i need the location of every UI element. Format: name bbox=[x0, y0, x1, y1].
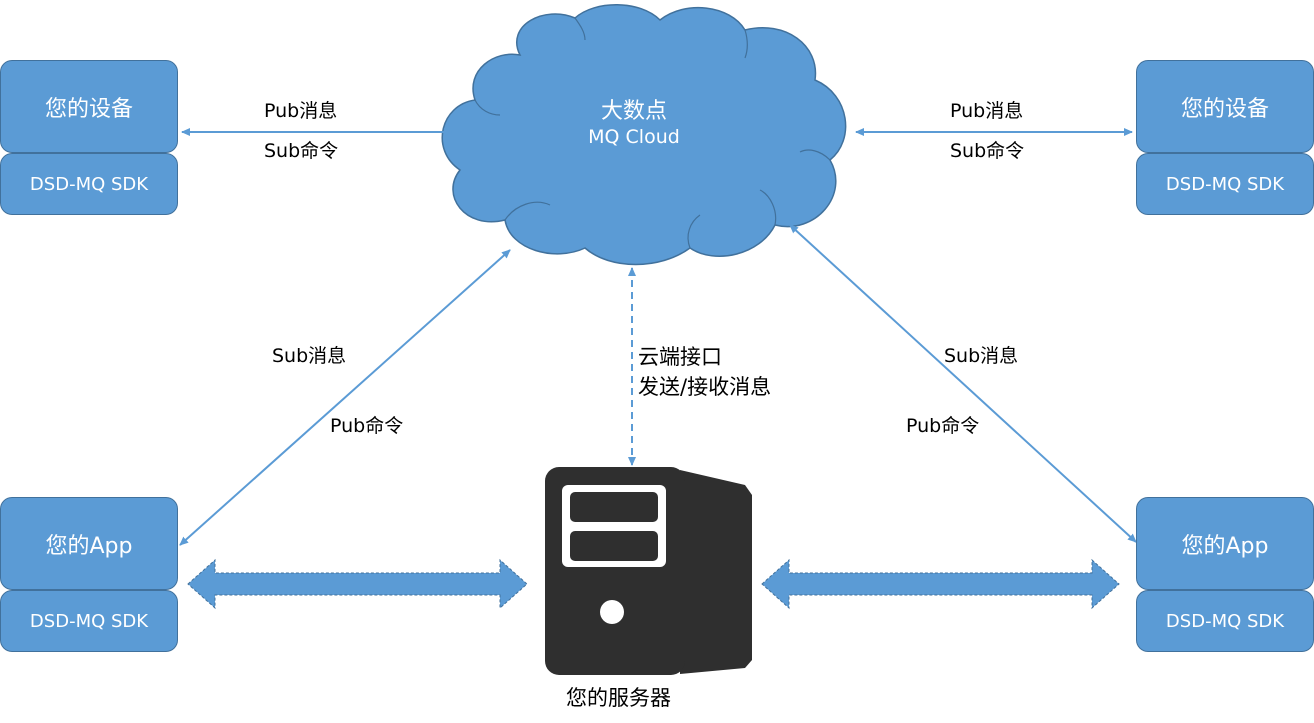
block-arrow-right bbox=[761, 558, 1120, 610]
device-left-sdk-label: DSD-MQ SDK bbox=[29, 173, 149, 195]
app-left-sdk-label: DSD-MQ SDK bbox=[29, 610, 149, 632]
block-arrow-left bbox=[187, 558, 528, 610]
cloud-label: 大数点 MQ Cloud bbox=[534, 98, 734, 149]
app-left-sdk: DSD-MQ SDK bbox=[0, 590, 178, 652]
server-label: 您的服务器 bbox=[566, 686, 671, 710]
app-left-box: 您的App bbox=[0, 497, 178, 590]
app-left-label: 您的App bbox=[45, 533, 133, 559]
cloud-title: 大数点 bbox=[600, 99, 667, 124]
device-left-box: 您的设备 bbox=[0, 60, 178, 153]
device-right-sdk-label: DSD-MQ SDK bbox=[1165, 173, 1285, 195]
device-left-bottom-label: Sub命令 bbox=[264, 140, 339, 162]
device-right-sdk: DSD-MQ SDK bbox=[1136, 153, 1314, 215]
app-right-sdk-label: DSD-MQ SDK bbox=[1165, 610, 1285, 632]
server-cloud-label-2: 发送/接收消息 bbox=[638, 375, 772, 399]
device-left-label: 您的设备 bbox=[44, 96, 133, 122]
device-right-box: 您的设备 bbox=[1136, 60, 1314, 153]
cloud-shape bbox=[441, 4, 847, 266]
arrow-app-right bbox=[789, 224, 1137, 543]
server-cloud-label-1: 云端接口 bbox=[638, 345, 722, 369]
app-right-sdk: DSD-MQ SDK bbox=[1136, 590, 1314, 652]
cloud-subtitle: MQ Cloud bbox=[588, 125, 680, 148]
device-right-label: 您的设备 bbox=[1180, 96, 1269, 122]
arrow-app-left bbox=[179, 249, 511, 546]
app-right-label: 您的App bbox=[1181, 533, 1269, 559]
app-right-bottom-label: Pub命令 bbox=[906, 415, 980, 437]
device-right-bottom-label: Sub命令 bbox=[950, 140, 1025, 162]
app-right-box: 您的App bbox=[1136, 497, 1314, 590]
device-right-top-label: Pub消息 bbox=[950, 100, 1024, 122]
app-left-bottom-label: Pub命令 bbox=[330, 415, 404, 437]
app-left-top-label: Sub消息 bbox=[272, 345, 347, 367]
device-left-sdk: DSD-MQ SDK bbox=[0, 153, 178, 215]
app-right-top-label: Sub消息 bbox=[944, 345, 1019, 367]
device-left-top-label: Pub消息 bbox=[264, 100, 338, 122]
server-icon bbox=[545, 467, 752, 675]
